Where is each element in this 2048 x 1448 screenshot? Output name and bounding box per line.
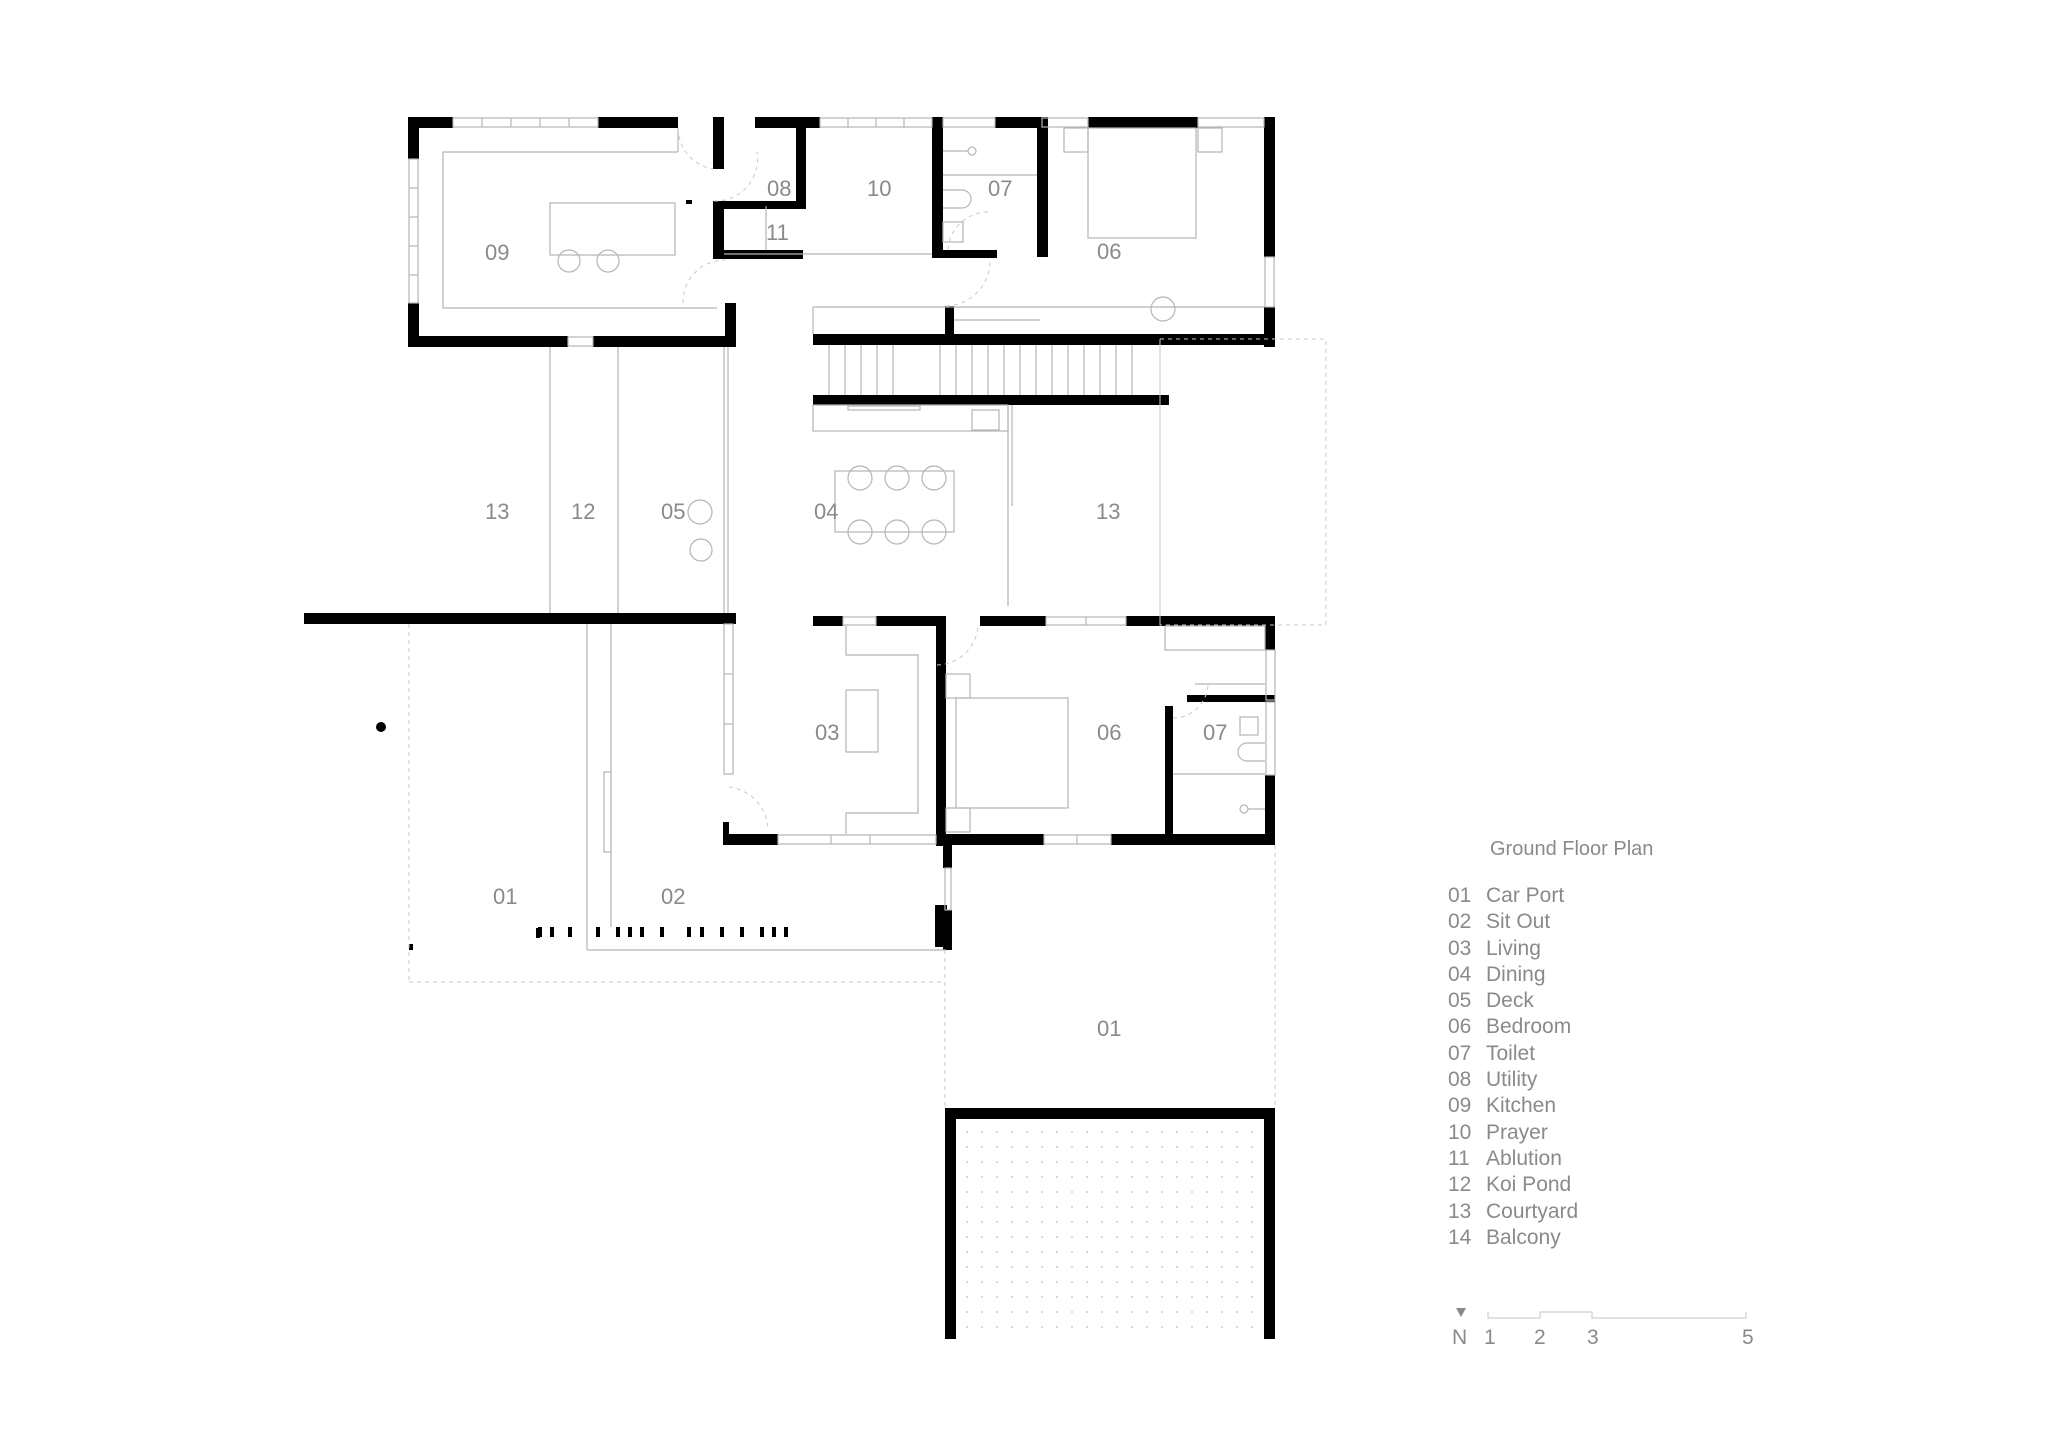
room-label-living: 03: [815, 720, 839, 745]
room-label-dining: 04: [814, 499, 838, 524]
paved-area-pattern: [956, 1119, 1264, 1339]
room-label-courtyard-left: 13: [485, 499, 509, 524]
room-label-prayer: 10: [867, 176, 891, 201]
scale-tick-label: 2: [1534, 1326, 1546, 1349]
north-arrow-icon: [1456, 1308, 1466, 1317]
room-label-bedroom-top: 06: [1097, 239, 1121, 264]
room-label-carport-left: 01: [493, 884, 517, 909]
room-label-sitout: 02: [661, 884, 685, 909]
room-label-utility: 08: [767, 176, 791, 201]
room-label-toilet-bottom: 07: [1203, 720, 1227, 745]
room-label-koi-pond: 12: [571, 499, 595, 524]
scale-tick-label: 5: [1742, 1326, 1754, 1349]
room-label-ablution: 11: [766, 220, 789, 245]
scale-bar: N 1 2 3 5: [1448, 1304, 1768, 1359]
room-label-deck: 05: [661, 499, 685, 524]
scale-bar-graphic: [1456, 1308, 1747, 1319]
room-label-toilet-top: 07: [988, 176, 1012, 201]
room-labels: 09 08 11 10 07 06 13 12 05 04 13 03 06 0…: [485, 176, 1227, 1041]
sitout-posts: [538, 905, 947, 947]
legend-title: Ground Floor Plan: [1490, 838, 1654, 860]
room-label-carport-right: 01: [1097, 1016, 1121, 1041]
thin-lines: [408, 117, 1276, 951]
dashed-lines: [408, 127, 1327, 1108]
room-label-courtyard-right: 13: [1096, 499, 1120, 524]
room-label-kitchen: 09: [485, 240, 509, 265]
walls: [304, 117, 1275, 1339]
scale-tick-label: 3: [1587, 1326, 1599, 1349]
room-label-bedroom-bottom: 06: [1097, 720, 1121, 745]
north-label: N: [1452, 1326, 1468, 1349]
scale-tick-label: 1: [1484, 1326, 1496, 1349]
